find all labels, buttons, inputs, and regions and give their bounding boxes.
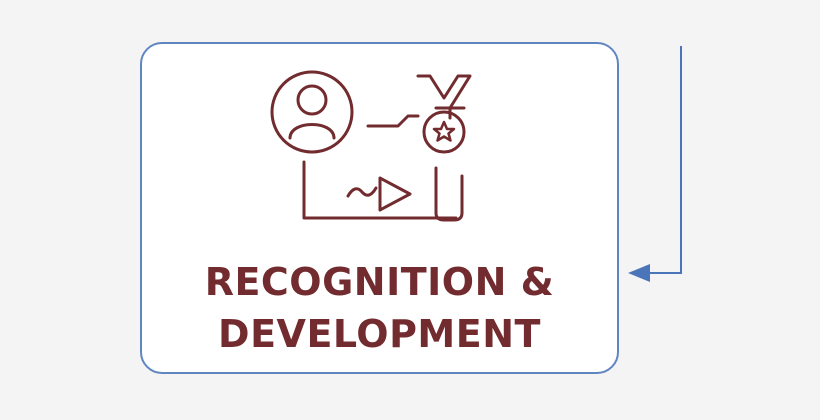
card-title: RECOGNITION & DEVELOPMENT xyxy=(142,256,617,360)
medal-star-icon xyxy=(416,74,472,154)
presentation-board-icon xyxy=(302,160,464,222)
wave-icon xyxy=(346,186,378,198)
user-circle-icon xyxy=(270,70,354,154)
recognition-development-card: RECOGNITION & DEVELOPMENT xyxy=(140,42,619,374)
recognition-development-icon xyxy=(268,68,488,228)
connector-line-icon xyxy=(366,114,420,128)
card-title-line1: RECOGNITION & xyxy=(204,260,555,304)
play-icon xyxy=(378,176,412,212)
card-title-line2: DEVELOPMENT xyxy=(218,312,541,356)
arrow-head-icon xyxy=(628,264,650,282)
